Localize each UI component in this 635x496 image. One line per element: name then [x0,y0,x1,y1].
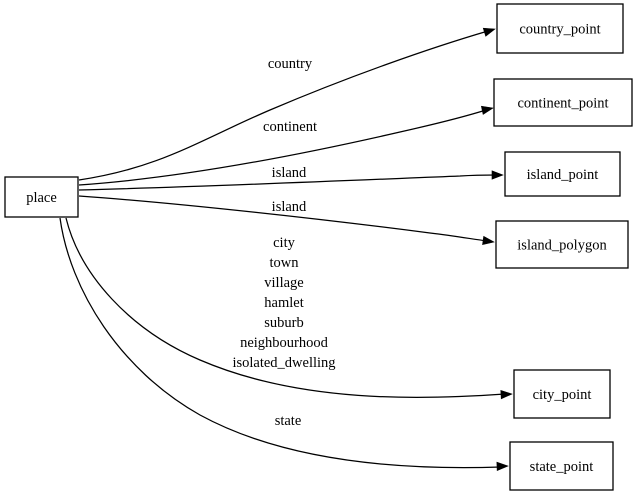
node-city_point[interactable]: city_point [513,369,611,419]
edge-labels-layer: country continent island island city town vill… [232,56,335,429]
node-box-place[interactable] [4,176,79,218]
node-label-state_point: state_point [530,459,594,475]
node-box-island_polygon[interactable] [495,220,629,269]
edge-state[interactable] [59,217,509,472]
node-island_polygon[interactable]: island_polygon [495,220,629,269]
edge-label-line: neighbourhood [240,335,329,351]
edge-label-line: city [273,235,295,251]
edge-island-point-line [78,174,497,191]
edge-continent-label: continent [263,119,317,135]
edge-state-line [59,217,502,469]
node-label-place: place [26,190,57,206]
edge-label-line: state [275,413,302,429]
edge-label-line: island [272,165,307,181]
edge-continent-arrowhead-icon [480,105,494,115]
edge-label-line: suburb [264,315,303,331]
edge-label-line: country [268,56,313,72]
node-box-city_point[interactable] [513,369,611,419]
edge-country[interactable] [78,25,496,181]
edge-city-label: city town village hamlet suburb neighbourhood… [232,235,335,371]
node-place[interactable]: place [4,176,79,218]
edge-island-polygon-arrowhead-icon [482,235,495,246]
edge-island-polygon-label: island [272,199,307,215]
edge-city[interactable] [65,217,513,400]
edge-country-arrowhead-icon [482,27,496,37]
edge-continent-line [78,109,487,186]
node-label-continent_point: continent_point [517,96,608,112]
edge-state-label: state [275,413,302,429]
node-label-country_point: country_point [519,22,600,38]
node-box-country_point[interactable] [496,3,624,54]
node-box-island_point[interactable] [504,151,621,197]
node-country_point[interactable]: country_point [496,3,624,54]
node-continent_point[interactable]: continent_point [493,78,633,127]
edge-city-line [65,217,506,399]
edge-continent[interactable] [78,104,494,186]
node-island_point[interactable]: island_point [504,151,621,197]
edge-island-point-label: island [272,165,307,181]
edge-island-point-arrowhead-icon [491,170,504,180]
edge-city-arrowhead-icon [500,389,513,400]
edge-island-point[interactable] [78,170,504,191]
edge-label-line: island [272,199,307,215]
node-box-state_point[interactable] [509,441,614,491]
edge-label-line: continent [263,119,317,135]
edge-label-line: town [270,255,300,271]
edge-island-polygon-line [78,195,488,242]
node-label-city_point: city_point [533,387,592,403]
node-state_point[interactable]: state_point [509,441,614,491]
edge-state-arrowhead-icon [496,461,509,472]
edge-label-line: isolated_dwelling [232,355,335,371]
node-box-continent_point[interactable] [493,78,633,127]
edge-island-polygon[interactable] [78,195,495,246]
node-label-island_point: island_point [527,167,599,183]
edge-label-line: village [264,275,303,291]
edge-country-line [78,30,489,181]
edge-country-label: country [268,56,313,72]
edges-layer [59,25,513,472]
edge-label-line: hamlet [264,295,303,311]
node-label-island_polygon: island_polygon [517,238,607,254]
nodes-layer: place country_point continent_point island_… [4,3,633,491]
